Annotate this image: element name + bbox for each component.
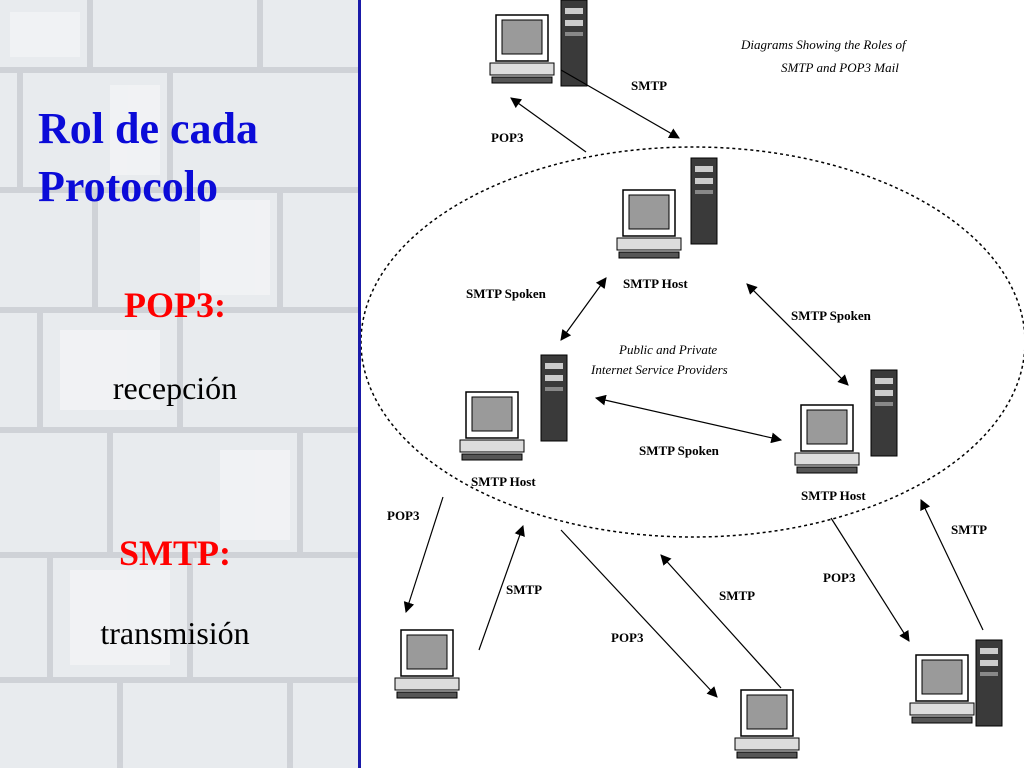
bottom-right-client-computer-icon	[909, 654, 975, 724]
smtp-pop3-diagram: Diagrams Showing the Roles of SMTP and P…	[361, 0, 1024, 759]
brick-wall-background	[0, 0, 358, 768]
caption-line-1: Diagrams Showing the Roles of	[740, 37, 908, 52]
panel-divider	[358, 0, 361, 768]
top-pop3-label: POP3	[491, 130, 524, 145]
top-client-tower-icon	[560, 0, 588, 87]
top-smtp-label: SMTP	[631, 78, 667, 93]
right-smtp-host-tower-icon	[870, 369, 898, 457]
left-smtp-host-tower-icon	[540, 354, 568, 442]
spoken-middle-label: SMTP Spoken	[639, 443, 720, 458]
spoken-left-label: SMTP Spoken	[466, 286, 547, 301]
bottom-left-client-computer-icon	[394, 629, 460, 699]
left-smtp-host-computer-icon	[459, 391, 525, 461]
caption-line-2: SMTP and POP3 Mail	[781, 60, 899, 75]
left-pop3-label: POP3	[387, 508, 420, 523]
slide-title: Rol de cada Protocolo	[38, 100, 348, 216]
title-line-2: Protocolo	[38, 162, 219, 211]
middle-pop3-label: POP3	[611, 630, 644, 645]
bottom-middle-client-computer-icon	[734, 689, 800, 759]
pop3-description: recepción	[112, 370, 238, 406]
spoken-right-label: SMTP Spoken	[791, 308, 872, 323]
right-pop3-label: POP3	[823, 570, 856, 585]
isp-cloud-boundary	[361, 146, 1024, 538]
pop3-term: POP3:	[124, 285, 226, 325]
right-smtp-label: SMTP	[951, 522, 987, 537]
top-host-label: SMTP Host	[623, 276, 688, 291]
smtp-term: SMTP:	[119, 533, 231, 573]
right-host-label: SMTP Host	[801, 488, 866, 503]
smtp-description: transmisión	[100, 615, 250, 651]
title-line-1: Rol de cada	[38, 104, 258, 153]
top-smtp-host-tower-icon	[690, 157, 718, 245]
left-host-label: SMTP Host	[471, 474, 536, 489]
isp-label-line-2: Internet Service Providers	[590, 362, 728, 377]
top-client-computer-icon	[489, 14, 555, 84]
middle-smtp-label: SMTP	[719, 588, 755, 603]
left-panel: Rol de cada Protocolo POP3: recepción SM…	[0, 0, 358, 768]
left-smtp-label: SMTP	[506, 582, 542, 597]
right-smtp-host-computer-icon	[794, 404, 860, 474]
isp-label-line-1: Public and Private	[618, 342, 717, 357]
top-smtp-host-computer-icon	[616, 189, 682, 259]
bottom-right-client-tower-icon	[975, 639, 1003, 727]
